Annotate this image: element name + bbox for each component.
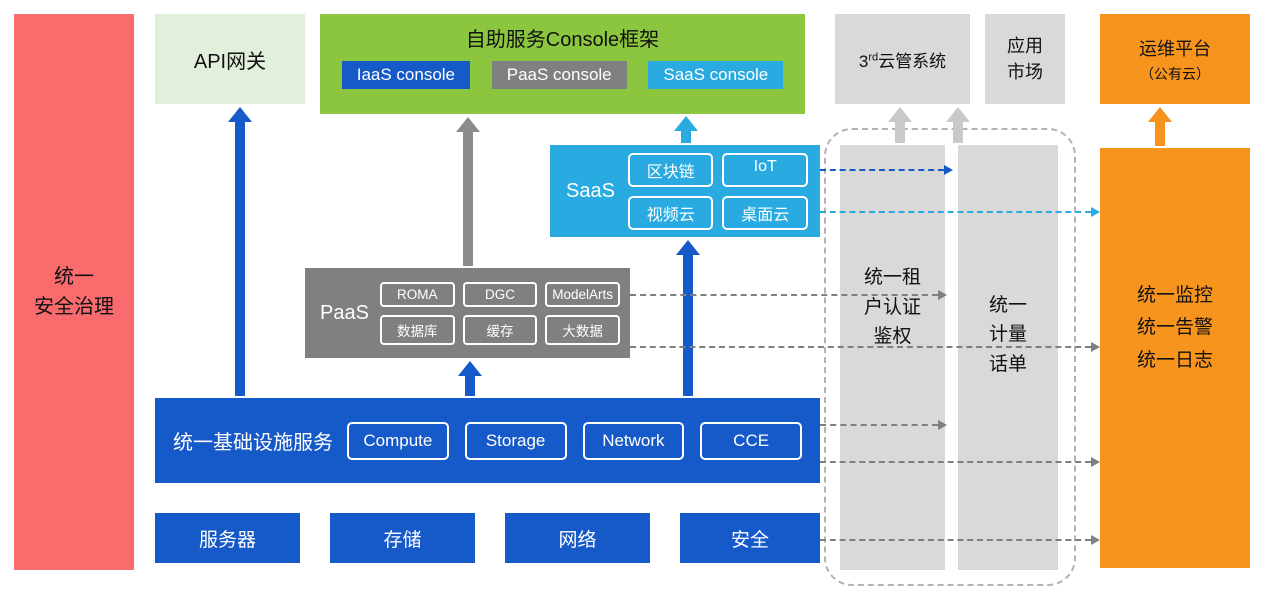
infra-service-storage: Storage xyxy=(464,421,567,460)
app-market-box: 应用 市场 xyxy=(985,14,1065,104)
arrow-saas-to-console xyxy=(674,116,698,143)
saas-service-iot: IoT xyxy=(722,152,808,187)
infra-service-cce: CCE xyxy=(700,421,802,460)
arrow-auth-to-third-party xyxy=(888,107,912,143)
infrastructure-block: 统一基础设施服务 Compute Storage Network CCE xyxy=(155,398,820,483)
paas-service-dgc: DGC xyxy=(462,281,538,307)
hardware-storage-box: 存储 xyxy=(330,513,475,563)
arrow-monitor-to-ops-platform xyxy=(1148,107,1172,146)
hardware-security-box: 安全 xyxy=(680,513,820,563)
saas-console-chip: SaaS console xyxy=(648,61,784,89)
connector-saas-to-auth xyxy=(820,165,953,175)
console-chip-row: IaaS console PaaS console SaaS console xyxy=(320,61,805,89)
monitoring-alarm-log-box: 统一监控 统一告警 统一日志 xyxy=(1100,148,1250,568)
api-gateway-box: API网关 xyxy=(155,14,305,104)
security-governance-bar: 统一 安全治理 xyxy=(14,14,134,570)
ops-platform-title: 运维平台 xyxy=(1139,38,1211,59)
arrow-infra-to-paas xyxy=(458,361,482,396)
ops-platform-box: 运维平台 （公有云） xyxy=(1100,14,1250,104)
iaas-console-chip: IaaS console xyxy=(341,61,471,89)
console-framework-title: 自助服务Console框架 xyxy=(465,29,660,51)
paas-console-chip: PaaS console xyxy=(491,61,627,89)
saas-service-video-cloud: 视频云 xyxy=(627,195,714,230)
saas-services-grid: 区块链 IoT 视频云 桌面云 xyxy=(627,152,808,230)
paas-block: PaaS ROMA DGC ModelArts 数据库 缓存 大数据 xyxy=(305,268,630,358)
tenant-auth-bar: 统一租 户认证 鉴权 xyxy=(840,145,945,570)
console-framework-box: 自助服务Console框架 IaaS console PaaS console … xyxy=(320,14,805,114)
saas-service-blockchain: 区块链 xyxy=(627,152,714,187)
arrow-paas-to-console xyxy=(456,117,480,266)
infrastructure-services: Compute Storage Network CCE xyxy=(347,421,802,460)
infrastructure-label: 统一基础设施服务 xyxy=(173,432,333,454)
connector-infra-to-monitor xyxy=(820,457,1100,467)
infra-service-compute: Compute xyxy=(347,421,449,460)
infra-service-network: Network xyxy=(582,421,685,460)
saas-block: SaaS 区块链 IoT 视频云 桌面云 xyxy=(550,145,820,237)
paas-service-bigdata: 大数据 xyxy=(545,314,620,345)
hardware-server-box: 服务器 xyxy=(155,513,300,563)
paas-services-grid: ROMA DGC ModelArts 数据库 缓存 大数据 xyxy=(379,281,620,345)
connector-paas-to-auth xyxy=(630,290,947,300)
arrow-infra-to-api-gateway xyxy=(228,107,252,396)
connector-paas-to-monitor xyxy=(630,342,1100,352)
third-party-cloud-mgmt-box: 3rd云管系统 xyxy=(835,14,970,104)
saas-label: SaaS xyxy=(566,179,615,202)
arrow-infra-to-saas xyxy=(676,240,700,396)
connector-infra-to-auth xyxy=(820,420,947,430)
paas-service-modelarts: ModelArts xyxy=(545,281,620,307)
paas-service-database: 数据库 xyxy=(379,314,455,345)
saas-service-desktop-cloud: 桌面云 xyxy=(722,195,808,230)
arrow-metering-to-third-party xyxy=(946,107,970,143)
metering-billing-bar: 统一 计量 话单 xyxy=(958,145,1058,570)
ops-platform-subtitle: （公有云） xyxy=(1140,65,1210,82)
paas-service-roma: ROMA xyxy=(379,281,455,307)
paas-service-cache: 缓存 xyxy=(462,314,538,345)
hardware-network-box: 网络 xyxy=(505,513,650,563)
connector-hardware-to-monitor xyxy=(820,535,1100,545)
paas-label: PaaS xyxy=(320,301,369,324)
connector-saas-to-monitor xyxy=(820,207,1100,217)
shared-services-dashed-frame xyxy=(824,128,1076,586)
third-party-label: 3rd云管系统 xyxy=(858,50,947,71)
